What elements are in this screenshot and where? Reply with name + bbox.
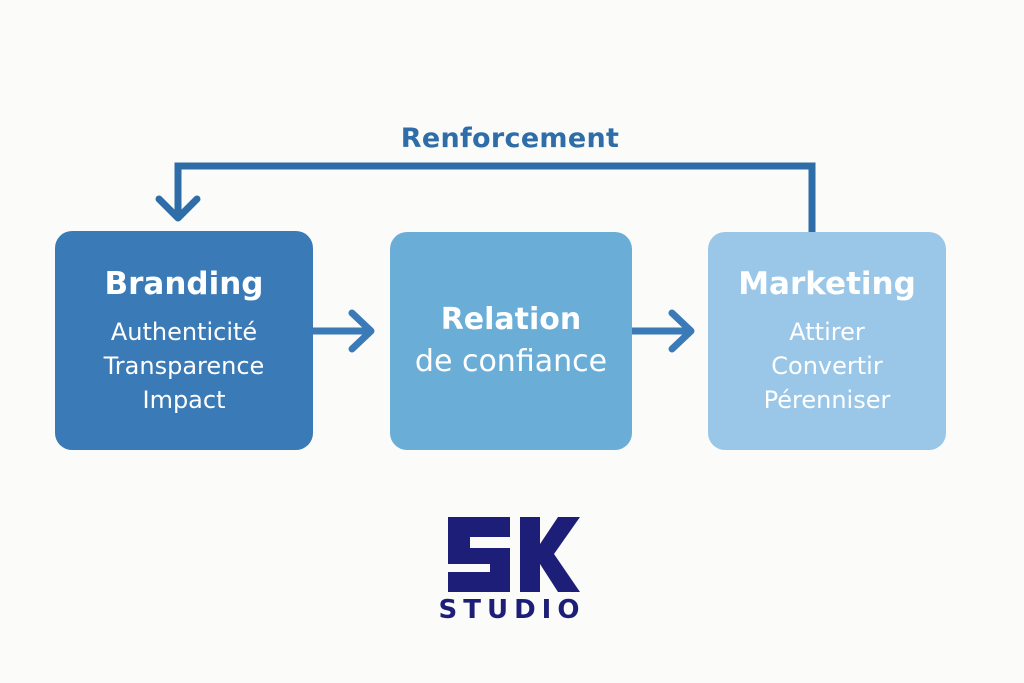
relation-box: Relation de confiance [390, 232, 632, 450]
marketing-item: Convertir [771, 352, 883, 380]
logo-wordmark: STUDIO [438, 595, 586, 625]
relation-subtitle: de confiance [414, 344, 608, 379]
reinforcement-arrowhead [155, 195, 201, 222]
branding-box: Branding Authenticité Transparence Impac… [55, 231, 313, 450]
marketing-item: Attirer [789, 318, 865, 346]
branding-item: Authenticité [110, 317, 258, 346]
reinforcement-loop-arrow [174, 162, 816, 232]
logo-s-mark [448, 517, 510, 592]
reinforcement-label: Renforcement [400, 123, 620, 154]
marketing-item: Pérenniser [763, 386, 891, 414]
arrowhead-branding-to-relation [348, 309, 375, 353]
relation-title: Relation [440, 302, 582, 337]
branding-item: Impact [142, 385, 226, 414]
marketing-title: Marketing [738, 266, 916, 302]
branding-title: Branding [104, 265, 264, 302]
marketing-box: Marketing Attirer Convertir Pérenniser [708, 232, 946, 450]
branding-item: Transparence [103, 351, 265, 380]
sk-studio-logo [448, 517, 580, 592]
arrowhead-relation-to-marketing [668, 309, 695, 353]
logo-k-mark [520, 517, 580, 592]
